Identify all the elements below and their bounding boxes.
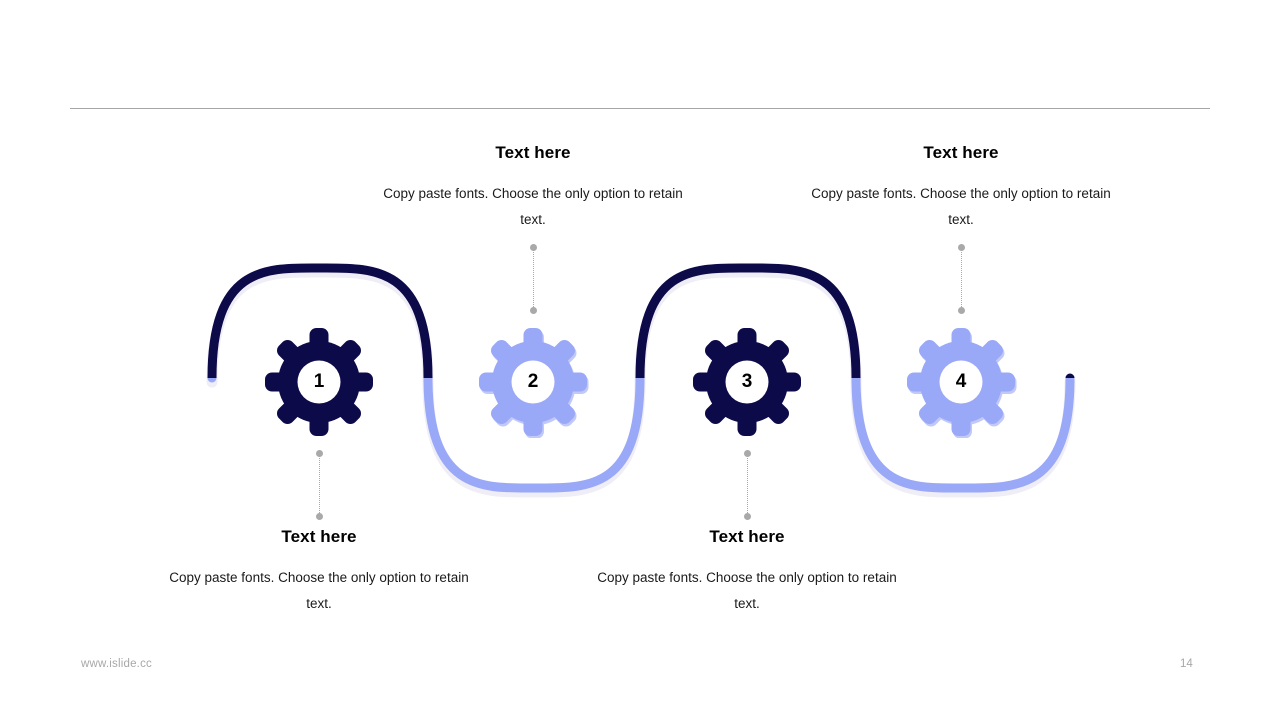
connector-line-2 [533,247,534,311]
connector-line-3 [747,453,748,517]
text-block-step-2: Text here Copy paste fonts. Choose the o… [383,143,683,233]
connector-dot-bottom-2 [530,307,537,314]
gear-number-3: 3 [741,371,753,392]
step-body-3: Copy paste fonts. Choose the only option… [597,570,897,611]
connector-dot-bottom-3 [744,513,751,520]
connector-dot-bottom-4 [958,307,965,314]
gear-step-2[interactable]: 2 [477,326,589,438]
header-divider-line [70,108,1210,109]
connector-line-4 [961,247,962,311]
step-title-2: Text here [495,143,571,162]
connector-step-1 [316,450,323,520]
step-title-3: Text here [709,527,785,546]
connector-dot-bottom-1 [316,513,323,520]
step-body-2: Copy paste fonts. Choose the only option… [383,186,683,227]
step-title-4: Text here [923,143,999,162]
text-block-step-3: Text here Copy paste fonts. Choose the o… [597,527,897,617]
text-block-step-4: Text here Copy paste fonts. Choose the o… [811,143,1111,233]
gear-step-4[interactable]: 4 [905,326,1017,438]
footer-url[interactable]: www.islide.cc [81,658,152,670]
gear-step-1[interactable]: 1 [263,326,375,438]
connector-line-1 [319,453,320,517]
connector-step-4 [958,244,965,314]
connector-step-2 [530,244,537,314]
step-body-1: Copy paste fonts. Choose the only option… [169,570,469,611]
text-block-step-1: Text here Copy paste fonts. Choose the o… [169,527,469,617]
gear-step-3[interactable]: 3 [691,326,803,438]
connector-step-3 [744,450,751,520]
slide-page-number: 14 [1180,658,1193,670]
step-title-1: Text here [281,527,357,546]
gear-number-2: 2 [527,371,539,392]
step-body-4: Copy paste fonts. Choose the only option… [811,186,1111,227]
gear-number-4: 4 [955,371,967,392]
gear-number-1: 1 [313,371,325,392]
